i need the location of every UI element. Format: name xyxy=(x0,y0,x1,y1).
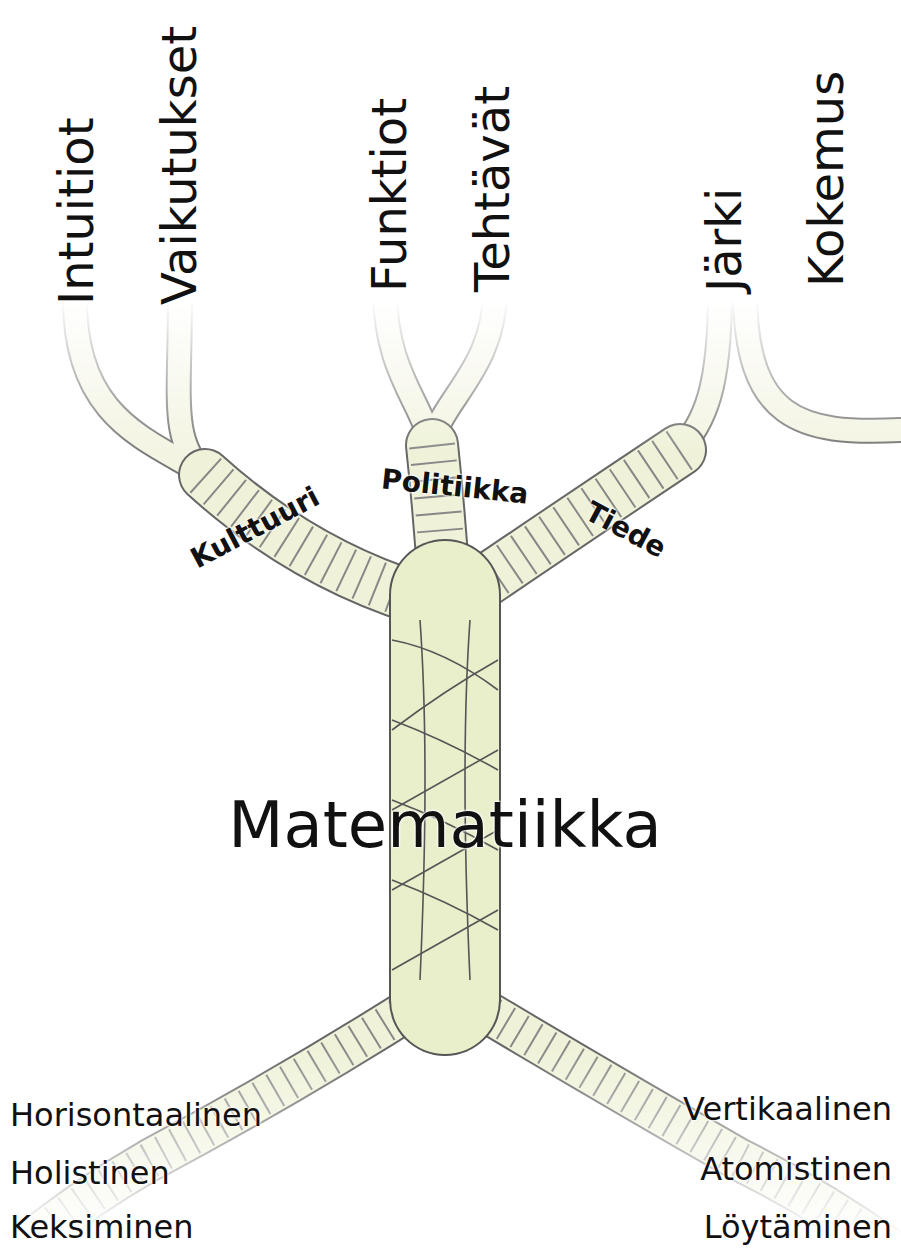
strand-label: Intuitiot xyxy=(52,118,100,306)
strand-label: Funktiot xyxy=(365,98,413,292)
strand-label: Järki xyxy=(700,188,748,292)
root-label: Keksiminen xyxy=(10,1210,193,1245)
strand-label: Kokemus xyxy=(802,71,850,287)
strand-label: Vaikutukset xyxy=(155,26,203,305)
rope-label: Politiikka xyxy=(380,464,530,510)
rope-label: Tiede xyxy=(579,496,670,564)
root-label: Horisontaalinen xyxy=(10,1098,262,1133)
root-label: Vertikaalinen xyxy=(683,1092,892,1127)
root-label: Holistinen xyxy=(10,1156,170,1191)
rope-label: Kulttuuri xyxy=(186,481,325,574)
root-label: Löytäminen xyxy=(704,1210,892,1245)
strand-label: Tehtävät xyxy=(468,86,516,292)
braid-label: Matematiikka xyxy=(228,790,661,860)
root-label: Atomistinen xyxy=(700,1152,892,1187)
